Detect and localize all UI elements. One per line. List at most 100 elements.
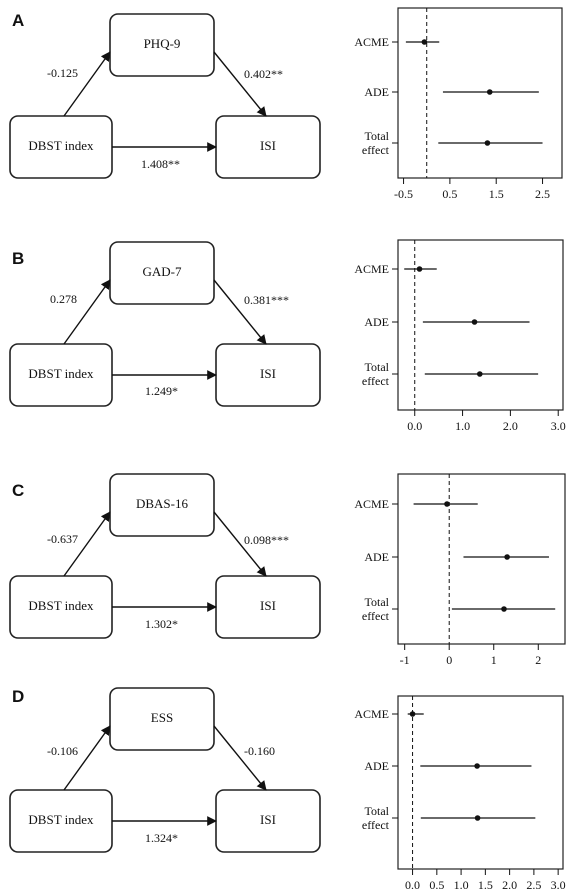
point-estimate bbox=[444, 501, 450, 507]
x-tick-label: 1.0 bbox=[454, 878, 469, 891]
x-tick-label: 1.5 bbox=[478, 878, 493, 891]
x-tick-label: 0.0 bbox=[407, 419, 422, 433]
path-a-arrow bbox=[63, 51, 111, 117]
x-tick-label: 3.0 bbox=[551, 878, 566, 891]
exposure-label: DBST index bbox=[28, 366, 94, 381]
point-estimate bbox=[474, 763, 480, 769]
exposure-label: DBST index bbox=[28, 138, 94, 153]
mediator-box bbox=[109, 13, 215, 77]
x-tick-label: -1 bbox=[400, 653, 410, 667]
path-c-coefficient: 1.408** bbox=[141, 157, 180, 171]
x-tick-label: 2.5 bbox=[526, 878, 541, 891]
path-c-coefficient: 1.324* bbox=[145, 831, 178, 845]
y-tick-label-line: Total bbox=[365, 595, 390, 609]
outcome-label: ISI bbox=[260, 138, 276, 153]
mediator-label: PHQ-9 bbox=[144, 36, 181, 51]
path-b-coefficient: 0.381*** bbox=[244, 293, 289, 307]
panel-a: A PHQ-9 DBST index ISI -0.125 0.402** 1.… bbox=[9, 7, 563, 201]
y-tick-label: ADE bbox=[364, 315, 389, 329]
y-tick-label: ADE bbox=[364, 550, 389, 564]
point-estimate bbox=[421, 39, 428, 45]
plot-frame bbox=[397, 473, 566, 645]
path-a-coefficient: -0.125 bbox=[47, 66, 78, 80]
mediator-label: ESS bbox=[151, 710, 173, 725]
y-tick-label-line: Total bbox=[365, 804, 390, 818]
plot-frame bbox=[397, 239, 564, 411]
path-a-coefficient: -0.106 bbox=[47, 744, 78, 758]
panel-d: D ESS DBST index ISI -0.106 -0.160 1.324… bbox=[9, 687, 566, 891]
x-tick-label: 0.5 bbox=[442, 187, 457, 201]
x-tick-label: -0.5 bbox=[394, 187, 413, 201]
panel-letter: C bbox=[12, 481, 24, 500]
outcome-label: ISI bbox=[260, 812, 276, 827]
y-tick-label-line: Total bbox=[365, 129, 390, 143]
point-estimate bbox=[501, 606, 507, 612]
point-estimate bbox=[476, 371, 483, 377]
path-a-arrow bbox=[63, 725, 111, 791]
y-tick-label: ACME bbox=[354, 35, 389, 49]
path-a-arrow bbox=[63, 511, 111, 577]
mediator-box bbox=[109, 241, 215, 305]
path-b-arrow bbox=[213, 725, 267, 791]
mediation-diagram-d: ESS DBST index ISI -0.106 -0.160 1.324* bbox=[9, 687, 321, 853]
y-tick-label-line: effect bbox=[362, 143, 390, 157]
point-estimate bbox=[474, 815, 481, 821]
plot-frame bbox=[397, 695, 564, 870]
x-tick-label: 0.5 bbox=[429, 878, 444, 891]
path-a-coefficient: -0.637 bbox=[47, 532, 78, 546]
path-b-coefficient: 0.402** bbox=[244, 67, 283, 81]
mediation-diagram-c: DBAS-16 DBST index ISI -0.637 0.098*** 1… bbox=[9, 473, 321, 639]
exposure-label: DBST index bbox=[28, 812, 94, 827]
x-tick-label: 2.0 bbox=[503, 419, 518, 433]
outcome-label: ISI bbox=[260, 598, 276, 613]
path-b-arrow bbox=[213, 51, 267, 117]
y-tick-label-line: effect bbox=[362, 609, 390, 623]
plot-frame bbox=[397, 7, 563, 179]
x-tick-label: 2.0 bbox=[502, 878, 517, 891]
x-tick-label: 1.5 bbox=[489, 187, 504, 201]
mediator-label: GAD-7 bbox=[143, 264, 182, 279]
y-tick-label-line: effect bbox=[362, 818, 390, 832]
x-tick-label: 0 bbox=[446, 653, 452, 667]
y-tick-label: ADE bbox=[364, 85, 389, 99]
path-a-coefficient: 0.278 bbox=[50, 292, 77, 306]
mediation-diagram-a: PHQ-9 DBST index ISI -0.125 0.402** 1.40… bbox=[9, 13, 321, 179]
x-tick-label: 1.0 bbox=[455, 419, 470, 433]
path-a-arrow bbox=[63, 279, 111, 345]
path-b-coefficient: -0.160 bbox=[244, 744, 275, 758]
panel-b: B GAD-7 DBST index ISI 0.278 0.381*** 1.… bbox=[9, 239, 566, 433]
x-tick-label: 3.0 bbox=[551, 419, 566, 433]
panel-letter: B bbox=[12, 249, 24, 268]
path-b-arrow bbox=[213, 279, 267, 345]
panel-c: C DBAS-16 DBST index ISI -0.637 0.098***… bbox=[9, 473, 566, 667]
point-estimate bbox=[409, 711, 416, 717]
x-tick-label: 0.0 bbox=[405, 878, 420, 891]
exposure-label: DBST index bbox=[28, 598, 94, 613]
y-tick-label: ACME bbox=[354, 262, 389, 276]
panel-letter: A bbox=[12, 11, 24, 30]
y-tick-label: ACME bbox=[354, 707, 389, 721]
x-tick-label: 1 bbox=[491, 653, 497, 667]
point-estimate bbox=[471, 319, 478, 325]
path-b-coefficient: 0.098*** bbox=[244, 533, 289, 547]
mediator-label: DBAS-16 bbox=[136, 496, 189, 511]
x-tick-label: 2.5 bbox=[535, 187, 550, 201]
x-tick-label: 2 bbox=[535, 653, 541, 667]
point-estimate bbox=[416, 266, 423, 272]
y-tick-label: ACME bbox=[354, 497, 389, 511]
path-c-coefficient: 1.302* bbox=[145, 617, 178, 631]
point-estimate bbox=[504, 554, 510, 560]
mediation-diagram-b: GAD-7 DBST index ISI 0.278 0.381*** 1.24… bbox=[9, 241, 321, 407]
path-b-arrow bbox=[213, 511, 267, 577]
path-c-coefficient: 1.249* bbox=[145, 384, 178, 398]
panel-letter: D bbox=[12, 687, 24, 706]
outcome-label: ISI bbox=[260, 366, 276, 381]
y-tick-label: ADE bbox=[364, 759, 389, 773]
mediator-box bbox=[109, 687, 215, 751]
